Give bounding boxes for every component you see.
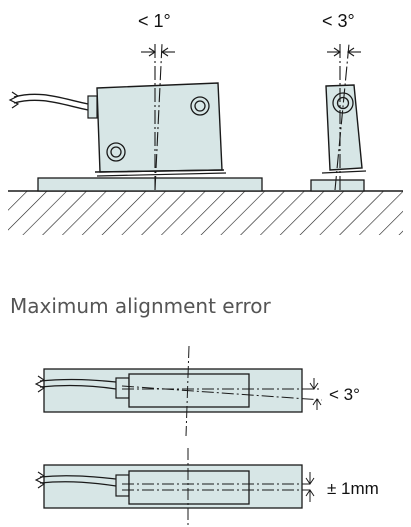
bottom-offset-view: ± 1mm xyxy=(34,448,379,527)
cable-end-zigzag xyxy=(8,91,20,109)
middle-tilted-reference xyxy=(121,385,323,401)
middle-angle-view: < 3° xyxy=(34,345,360,437)
left-sensor-flange xyxy=(94,169,225,173)
bottom-cable-gland xyxy=(115,474,130,497)
right-base-plate xyxy=(310,179,365,192)
middle-cable-zigzag xyxy=(34,375,46,393)
left-cable-inner xyxy=(13,99,89,111)
bottom-sensor-body xyxy=(128,470,250,505)
left-cable-gland xyxy=(87,95,98,119)
right-sensor-foot xyxy=(321,170,367,174)
middle-vertical-axis xyxy=(185,345,190,437)
middle-cable-inner xyxy=(39,384,117,390)
bottom-cable xyxy=(39,475,117,480)
middle-angle-arrowhead-bottom xyxy=(312,398,322,406)
left-cable xyxy=(13,93,89,105)
right-tilted-reference xyxy=(334,43,350,191)
top-view-assembly: < 1° < 3° xyxy=(8,11,403,235)
bottom-offset-arrowhead-top xyxy=(305,477,315,485)
bottom-cable-zigzag xyxy=(34,471,46,489)
ground-hatch xyxy=(8,191,403,235)
left-tilted-reference xyxy=(154,43,163,191)
middle-cable-gland xyxy=(115,377,130,399)
left-angle-arrowhead-right xyxy=(161,47,169,57)
middle-angle-arrowhead-top xyxy=(309,382,319,390)
bottom-offset-label: ± 1mm xyxy=(327,479,379,498)
middle-cable xyxy=(39,378,117,383)
right-angle-arrowhead-right xyxy=(347,47,355,57)
bottom-cable-inner xyxy=(39,481,117,487)
caption-text: Maximum alignment error xyxy=(10,294,272,318)
middle-angle-label: < 3° xyxy=(329,385,360,404)
left-base-plate xyxy=(37,177,263,192)
top-left-angle-label: < 1° xyxy=(138,11,171,31)
right-angle-arrowhead-left xyxy=(333,47,341,57)
left-angle-arrowhead-left xyxy=(148,47,156,57)
left-sensor-foot xyxy=(96,172,227,177)
left-sensor-screw-bottom-inner xyxy=(110,146,122,158)
top-right-angle-label: < 3° xyxy=(322,11,355,31)
left-sensor-screw-top-inner xyxy=(194,100,206,112)
bottom-offset-arrowhead-bottom xyxy=(305,489,315,497)
